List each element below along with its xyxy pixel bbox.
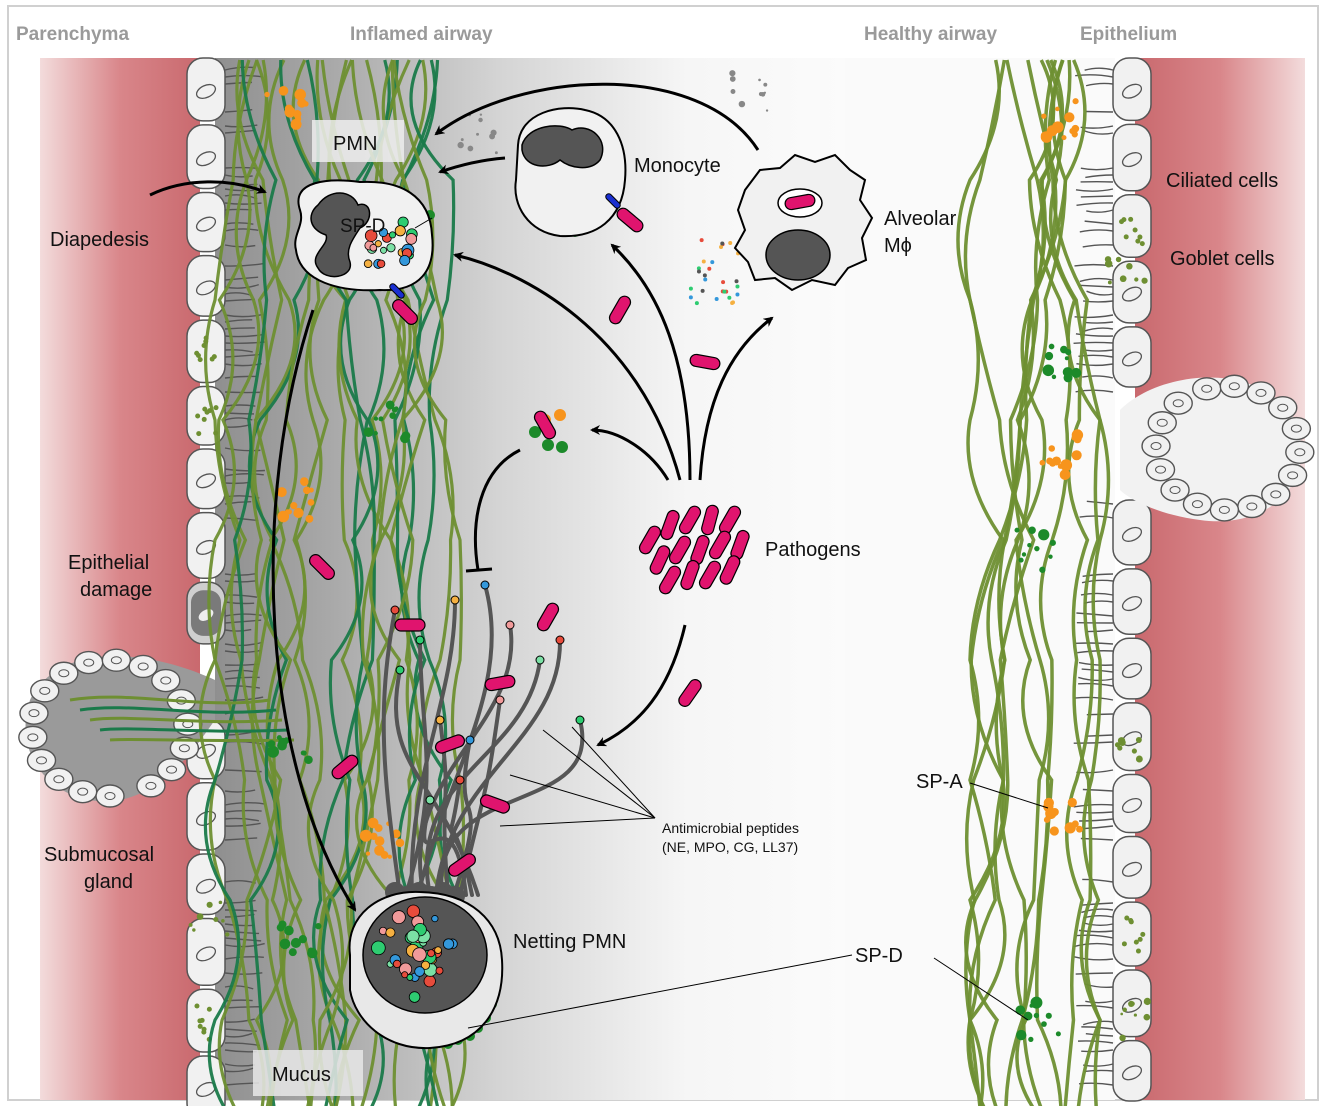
amp-label-2: (NE, MPO, CG, LL37) xyxy=(662,839,798,855)
epithelial-damage-label-1: Epithelial xyxy=(68,552,149,574)
epithelial-cell xyxy=(1113,500,1151,565)
header-parenchyma: Parenchyma xyxy=(16,24,129,45)
epithelial-cell xyxy=(187,513,225,579)
header-inflamed-airway: Inflamed airway xyxy=(350,24,493,45)
epithelial-cell xyxy=(1113,124,1151,190)
spd-label-top: SP-D xyxy=(340,216,385,237)
epithelium-tissue xyxy=(1135,58,1305,1100)
epithelial-cell xyxy=(187,125,225,189)
ciliated-cells-label: Ciliated cells xyxy=(1166,170,1278,192)
epithelial-cell xyxy=(1113,638,1151,699)
epithelial-cell xyxy=(1113,774,1151,832)
epithelial-cell xyxy=(1113,902,1151,966)
epithelial-cell xyxy=(187,58,225,121)
epithelial-cell xyxy=(1113,1041,1151,1101)
netting-pmn-label: Netting PMN xyxy=(513,931,626,953)
epithelial-cell xyxy=(1113,58,1151,120)
right-epithelial-cells xyxy=(1113,58,1151,1101)
pmn-label: PMN xyxy=(333,133,377,155)
epithelial-cell xyxy=(1113,195,1151,258)
alveolar-label-1: Alveolar xyxy=(884,208,957,230)
mucus-label: Mucus xyxy=(272,1064,331,1086)
epithelial-cell xyxy=(1113,837,1151,899)
submucosal-gland-label-2: gland xyxy=(84,871,133,893)
epithelial-cell xyxy=(1113,569,1151,634)
epithelial-cell xyxy=(1113,261,1151,323)
epithelial-cell xyxy=(187,193,225,252)
submucosal-gland-label-1: Submucosal xyxy=(44,844,154,866)
header-healthy-airway: Healthy airway xyxy=(864,24,997,45)
monocyte-cell xyxy=(515,108,625,236)
epithelial-cell xyxy=(1113,327,1151,387)
spd-label-bottom: SP-D xyxy=(855,945,903,967)
amp-label-1: Antimicrobial peptides xyxy=(662,820,799,836)
epithelial-cell xyxy=(1113,703,1151,771)
monocyte-label: Monocyte xyxy=(634,155,721,177)
right-submucosal-gland xyxy=(1120,375,1314,521)
spa-label: SP-A xyxy=(916,771,963,793)
goblet-cells-label: Goblet cells xyxy=(1170,248,1275,270)
pathogens-label: Pathogens xyxy=(765,539,861,561)
epithelial-damage-label-2: damage xyxy=(80,579,152,601)
epithelial-cell xyxy=(187,918,225,985)
diapedesis-label: Diapedesis xyxy=(50,229,149,251)
header-epithelium: Epithelium xyxy=(1080,24,1177,45)
alveolar-label-2: Mϕ xyxy=(884,235,912,257)
